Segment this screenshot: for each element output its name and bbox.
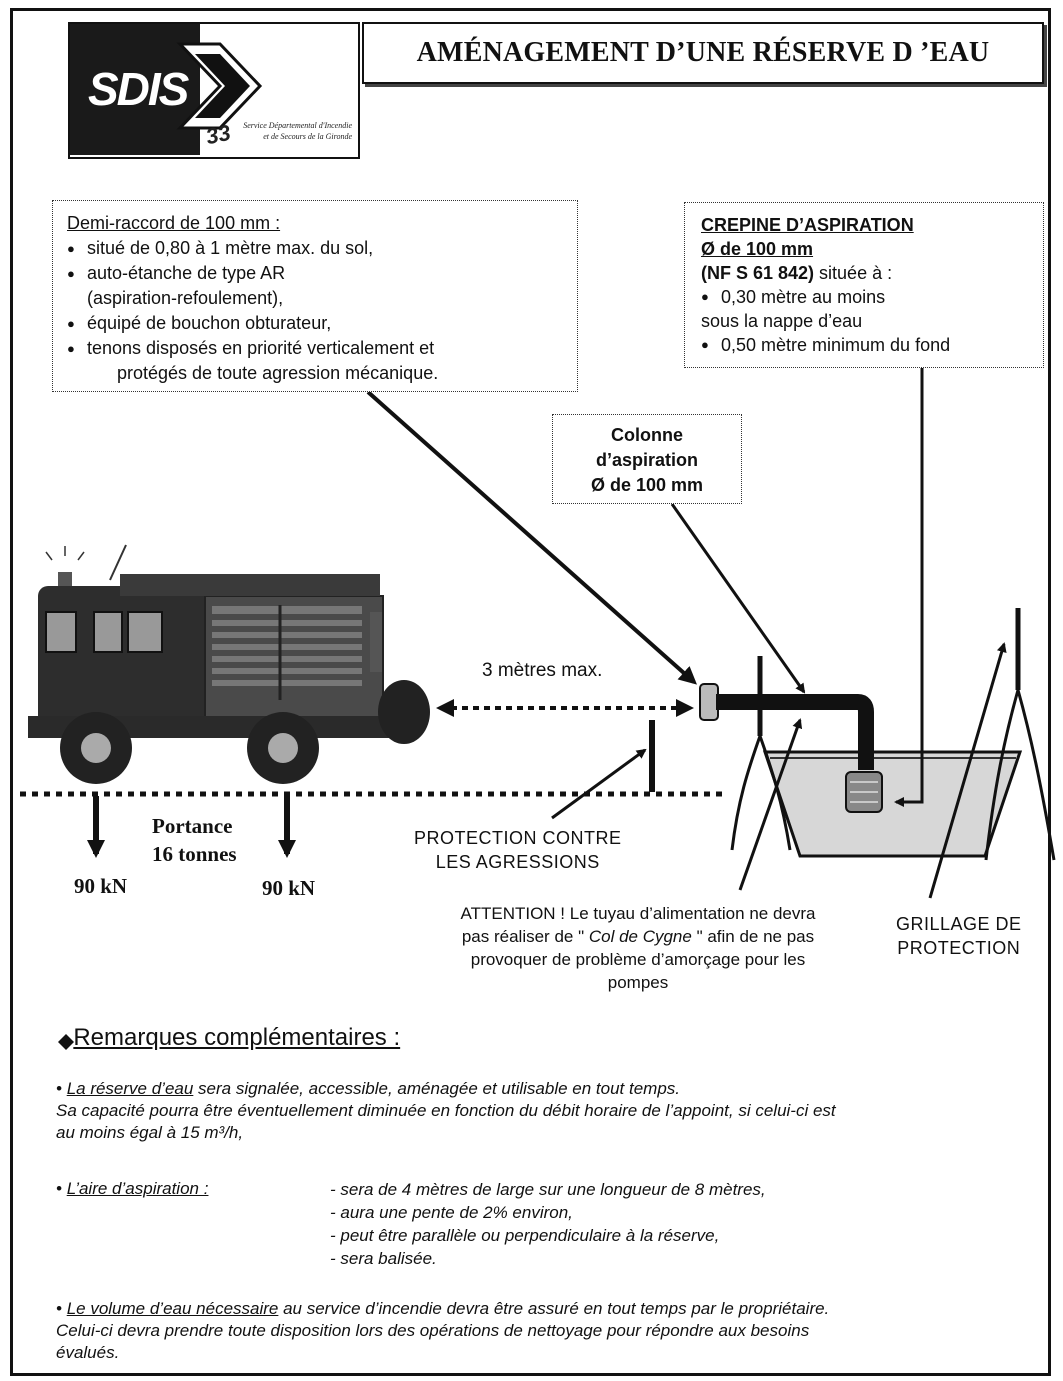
crepine-heading-2: Ø de 100 mm [701, 239, 814, 259]
remark-3-rest: au service d’incendie devra être assuré … [278, 1299, 830, 1318]
raccord-callout-arrow [366, 390, 697, 685]
remark-3-underlined: Le volume d’eau nécessaire [66, 1299, 279, 1318]
protection-arrow [551, 748, 647, 820]
raccord-list: situé de 0,80 à 1 mètre max. du sol, aut… [67, 236, 563, 386]
crepine-callout-arrow [894, 368, 924, 807]
remark-2-label: L’aire d’aspiration : [66, 1179, 209, 1198]
grillage-callout-arrow [928, 642, 1007, 899]
crepine-item: 0,50 mètre minimum du fond [701, 333, 1027, 357]
logo-subtitle-line-2: et de Secours de la Gironde [263, 132, 352, 141]
remark-2-item: - sera balisée. [330, 1249, 437, 1268]
fire-truck-icon [28, 544, 430, 784]
remark-1-line-1: • La réserve d’eau sera signalée, access… [56, 1079, 681, 1098]
remark-paragraph-1: • La réserve d’eau sera signalée, access… [56, 1078, 1006, 1144]
remark-2-item: - sera de 4 mètres de large sur une long… [330, 1180, 766, 1199]
protection-label-line-1: PROTECTION CONTRE [414, 828, 622, 848]
raccord-item-cont: (aspiration-refoulement), [87, 288, 284, 308]
logo-subtitle: Service Départemental d'Incendie et de S… [240, 120, 352, 142]
suction-pipe [699, 683, 883, 813]
remarks-title-text: Remarques complémentaires : [73, 1024, 401, 1051]
crepine-norm: (NF S 61 842) [701, 263, 815, 283]
diamond-bullet-icon [58, 1034, 74, 1050]
water-reserve [762, 750, 1023, 858]
crepine-callout-box: CREPINE D’ASPIRATION Ø de 100 mm (NF S 6… [684, 202, 1044, 368]
colonne-callout-arrow [670, 503, 806, 694]
logo-arrow-icon [176, 42, 263, 130]
remarks-title: Remarques complémentaires : [60, 1024, 400, 1052]
protection-label: PROTECTION CONTRE LES AGRESSIONS [414, 826, 622, 874]
raccord-item-text: auto-étanche de type AR [87, 263, 286, 283]
distance-label: 3 mètres max. [482, 660, 603, 681]
remark-paragraph-2-label: • L’aire d’aspiration : [56, 1179, 209, 1198]
remark-1-line-3: au moins égal à 15 m³/h, [56, 1123, 244, 1142]
remark-3-line-3: évalués. [56, 1343, 120, 1362]
remark-2-item: - aura une pente de 2% environ, [330, 1203, 573, 1222]
crepine-item-cont: sous la nappe d’eau [701, 311, 863, 331]
remark-1-line-2: Sa capacité pourra être éventuellement d… [56, 1101, 836, 1120]
raccord-item: auto-étanche de type AR (aspiration-refou… [67, 261, 563, 311]
raccord-item-cont: protégés de toute agression mécanique. [117, 363, 439, 383]
crepine-list-2: 0,50 mètre minimum du fond [701, 333, 1027, 357]
remark-3-line-1: • Le volume d’eau nécessaire au service … [56, 1299, 830, 1318]
warning-text: ATTENTION ! Le tuyau d’alimentation ne d… [418, 902, 858, 994]
grillage-label: GRILLAGE DE PROTECTION [896, 912, 1022, 960]
crepine-list: 0,30 mètre au moins [701, 285, 1027, 309]
grillage-label-line-2: PROTECTION [897, 938, 1021, 958]
crepine-item: 0,30 mètre au moins [701, 285, 1027, 309]
warning-line-2: pas réaliser de " Col de Cygne " afin de… [418, 925, 858, 948]
raccord-item: situé de 0,80 à 1 mètre max. du sol, [67, 236, 563, 261]
warning-col-de-cygne: Col de Cygne [584, 927, 697, 946]
remark-paragraph-3: • Le volume d’eau nécessaire au service … [56, 1298, 1006, 1364]
colonne-line-1: Colonne [611, 425, 683, 445]
remark-2-list: - sera de 4 mètres de large sur une long… [330, 1178, 766, 1270]
remark-2-item: - peut être parallèle ou perpendiculaire… [330, 1226, 720, 1245]
raccord-item: équipé de bouchon obturateur, [67, 311, 563, 336]
colonne-callout-box: Colonne d’aspiration Ø de 100 mm [552, 414, 742, 504]
crepine-heading-1: CREPINE D’ASPIRATION [701, 215, 914, 235]
sdis-logo: SDIS 33 Service Départemental d'Incendie… [68, 22, 360, 159]
force-label-left: 90 kN [74, 874, 128, 898]
colonne-line-2: d’aspiration [595, 450, 698, 470]
warning-callout-arrow [738, 718, 803, 891]
warning-line-2-b: " afin de ne pas [696, 927, 815, 946]
raccord-callout-box: Demi-raccord de 100 mm : situé de 0,80 à… [52, 200, 578, 392]
remark-1-underlined: La réserve d’eau [66, 1079, 194, 1098]
crepine-norm-rest: située à : [814, 263, 893, 283]
raccord-item-text: tenons disposés en priorité verticalemen… [87, 338, 435, 358]
title-box: AMÉNAGEMENT D’UNE RÉSERVE D ’EAU [362, 22, 1044, 84]
warning-line-4: pompes [607, 973, 669, 992]
force-label-right: 90 kN [262, 876, 316, 900]
page-title: AMÉNAGEMENT D’UNE RÉSERVE D ’EAU [416, 37, 990, 68]
raccord-item: tenons disposés en priorité verticalemen… [67, 336, 563, 386]
logo-dark-panel [70, 24, 200, 155]
portance-label-1: Portance [152, 814, 233, 838]
portance-label-2: 16 tonnes [152, 842, 237, 866]
grillage-label-line-1: GRILLAGE DE [896, 914, 1022, 934]
raccord-heading: Demi-raccord de 100 mm : [67, 213, 281, 233]
grillage-posts [730, 608, 1056, 861]
crepine-norm-line: (NF S 61 842) située à : [701, 261, 1027, 285]
page-frame [10, 8, 1051, 1376]
remark-3-line-2: Celui-ci devra prendre toute disposition… [56, 1321, 810, 1340]
logo-subtitle-line-1: Service Départemental d'Incendie [243, 121, 352, 130]
warning-line-1: ATTENTION ! Le tuyau d’alimentation ne d… [460, 904, 816, 923]
warning-line-2-a: pas réaliser de " [461, 927, 585, 946]
logo-text: SDIS [88, 63, 189, 115]
remark-1-rest: sera signalée, accessible, aménagée et u… [193, 1079, 681, 1098]
colonne-line-3: Ø de 100 mm [590, 475, 704, 495]
protection-label-line-2: LES AGRESSIONS [435, 852, 600, 872]
warning-line-3: provoquer de problème d’amorçage pour le… [470, 950, 806, 969]
